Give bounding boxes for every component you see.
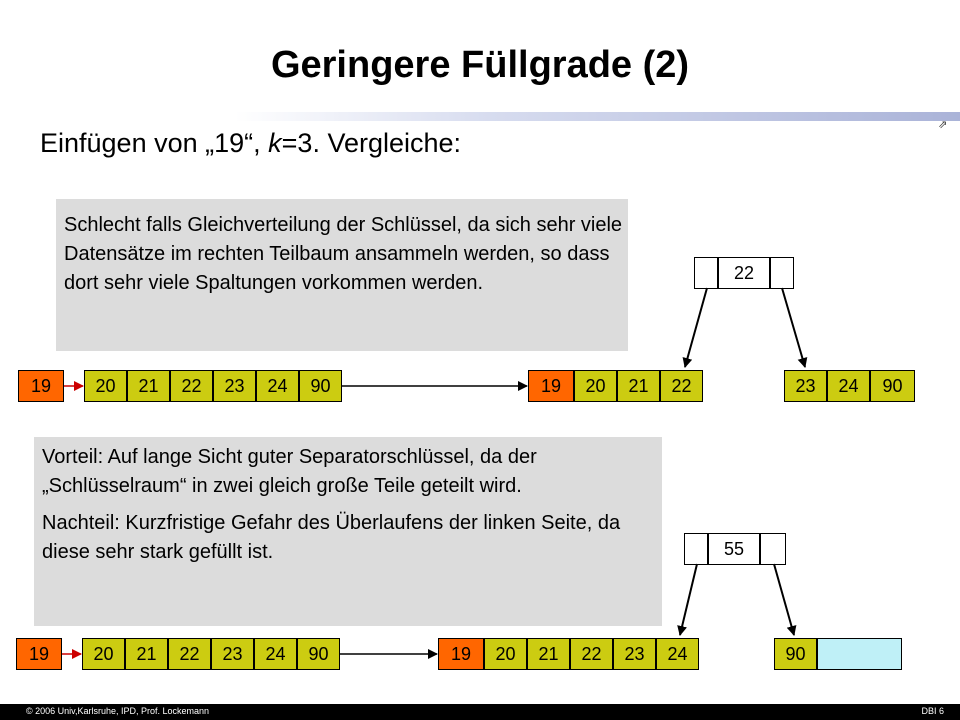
footer-copyright: © 2006 Univ,Karlsruhe, IPD, Prof. Lockem…: [26, 706, 210, 716]
case1-node-key: 21: [127, 370, 170, 402]
case2-root-left-slot: [684, 533, 708, 565]
case1-note: Schlecht falls Gleichverteilung der Schl…: [56, 199, 628, 351]
case2-insert-key: 19: [16, 638, 62, 670]
case2-note: Vorteil: Auf lange Sicht guter Separator…: [34, 437, 662, 626]
case2-advantage-text: Vorteil: Auf lange Sicht guter Separator…: [42, 446, 537, 497]
case1-left-leaf-key: 22: [660, 370, 703, 402]
case2-right-leaf-key: 90: [774, 638, 817, 670]
subtitle-suffix: =3. Vergleiche:: [281, 128, 462, 158]
case2-left-leaf-key: 24: [656, 638, 699, 670]
case2-node-key: 22: [168, 638, 211, 670]
case2-node-key: 23: [211, 638, 254, 670]
case1-left-pointer: [682, 287, 708, 368]
case1-node-key: 90: [299, 370, 342, 402]
case1-node-key: 22: [170, 370, 213, 402]
case1-node-key: 24: [256, 370, 299, 402]
case1-right-pointer: [781, 287, 808, 368]
case2-node-key: 20: [82, 638, 125, 670]
case1-node-key: 20: [84, 370, 127, 402]
slide-title: Geringere Füllgrade (2): [270, 44, 690, 86]
footer-page-label: DBI 6: [921, 706, 944, 716]
case1-left-leaf-key: 21: [617, 370, 660, 402]
subtitle: Einfügen von „19“, k=3. Vergleiche:: [40, 128, 461, 159]
subtitle-prefix: Einfügen von „19“,: [40, 128, 269, 158]
case2-disadvantage-text: Nachteil: Kurzfristige Gefahr des Überla…: [42, 512, 621, 563]
case2-left-leaf-key: 20: [484, 638, 527, 670]
case2-left-leaf-key: 19: [438, 638, 484, 670]
case2-root-key: 55: [708, 533, 760, 565]
case2-right-leaf-empty-slot: [817, 638, 902, 670]
case2-node-key: 21: [125, 638, 168, 670]
case1-root-right-slot: [770, 257, 794, 289]
case1-left-leaf-key: 19: [528, 370, 574, 402]
case2-node-key: 90: [297, 638, 340, 670]
case1-node-key: 23: [213, 370, 256, 402]
case1-right-leaf-key: 23: [784, 370, 827, 402]
case1-note-text: Schlecht falls Gleichverteilung der Schl…: [64, 214, 623, 294]
case1-root-key: 22: [718, 257, 770, 289]
subtitle-variable: k: [268, 128, 282, 158]
case2-left-leaf-key: 21: [527, 638, 570, 670]
footer-bar: © 2006 Univ,Karlsruhe, IPD, Prof. Lockem…: [0, 704, 960, 720]
title-underline: [235, 112, 960, 121]
case2-left-leaf-key: 22: [570, 638, 613, 670]
case1-root-left-slot: [694, 257, 718, 289]
case2-node-key: 24: [254, 638, 297, 670]
case1-insert-key: 19: [18, 370, 64, 402]
case2-left-leaf-key: 23: [613, 638, 656, 670]
case1-right-leaf-key: 90: [870, 370, 915, 402]
case2-root-right-slot: [760, 533, 786, 565]
slide-nav-icon[interactable]: ⇗: [938, 119, 948, 131]
case1-right-leaf-key: 24: [827, 370, 870, 402]
case1-left-leaf-key: 20: [574, 370, 617, 402]
case2-left-pointer: [677, 563, 698, 636]
case2-right-pointer: [773, 563, 797, 636]
